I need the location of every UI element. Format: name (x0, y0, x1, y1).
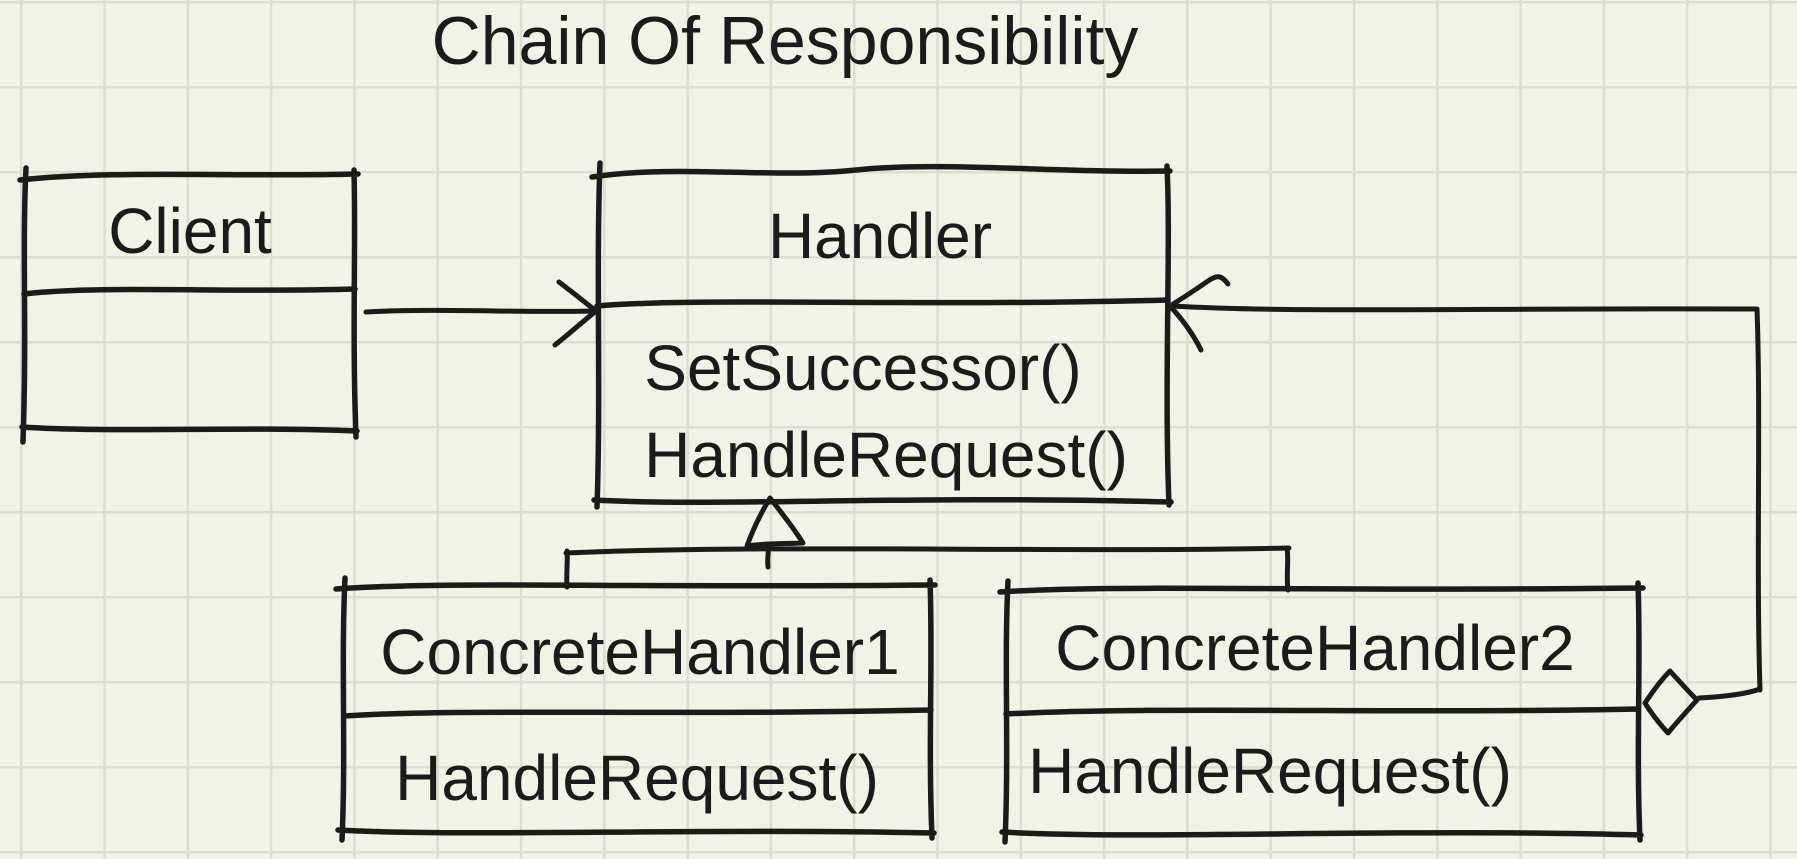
handler-method-setsuccessor: SetSuccessor() (644, 332, 1081, 404)
concrete-handler-1-name: ConcreteHandler1 (380, 616, 899, 688)
handler-method-handlerequest: HandleRequest() (644, 419, 1128, 491)
concrete-handler-1-method: HandleRequest() (395, 742, 879, 814)
diagram-title: Chain Of Responsibility (432, 3, 1139, 79)
association-client-to-handler (363, 279, 599, 348)
class-concrete-handler-2: ConcreteHandler2 HandleRequest() (997, 578, 1646, 845)
handler-class-name: Handler (768, 200, 992, 272)
concrete-handler-2-method: HandleRequest() (1028, 735, 1512, 807)
client-box-outline (17, 165, 361, 445)
association-line (363, 307, 597, 315)
aggregation-successor-loop (1167, 274, 1763, 736)
open-arrowhead-right-icon (552, 279, 599, 348)
aggregation-diamond-icon (1642, 668, 1700, 736)
inheritance-rail (563, 541, 1292, 593)
concrete-handler-1-box-outline (333, 575, 938, 843)
handler-box-outline (589, 160, 1174, 510)
class-concrete-handler-1: ConcreteHandler1 HandleRequest() (333, 575, 938, 843)
concrete-handler-2-name: ConcreteHandler2 (1055, 612, 1574, 684)
client-class-name: Client (108, 195, 272, 267)
concrete-handler-2-box-outline (997, 578, 1646, 845)
inheritance-triangle-icon (744, 495, 806, 549)
class-client: Client (17, 165, 361, 445)
successor-line (1169, 303, 1763, 701)
class-handler: Handler SetSuccessor() HandleRequest() (589, 160, 1174, 510)
inheritance-links (563, 495, 1292, 593)
open-arrowhead-left-icon (1167, 274, 1231, 353)
